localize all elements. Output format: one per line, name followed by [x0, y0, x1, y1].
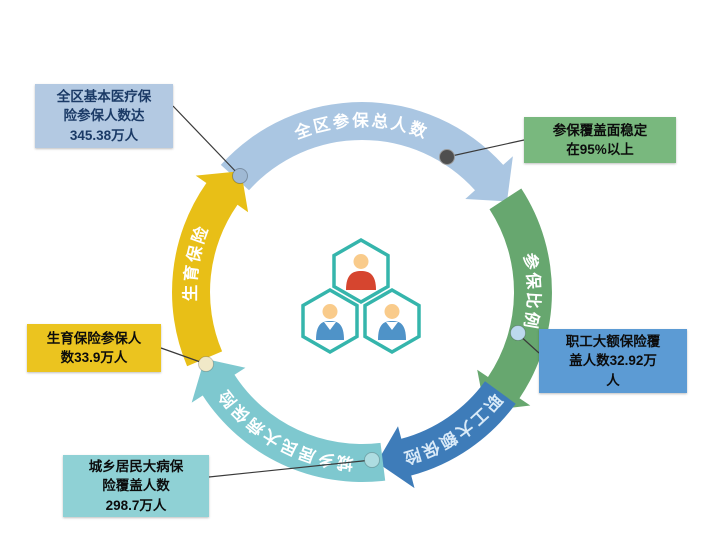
person-icon-top-head: [353, 254, 369, 269]
connector-coverage: [446, 139, 525, 158]
callout-maternity: 生育保险参保人 数33.9万人: [27, 324, 161, 372]
center-icon-insured-group: [301, 237, 421, 355]
callout-coverage: 参保覆盖面稳定 在95%以上: [524, 117, 676, 163]
callout-medical: 全区基本医疗保 险参保人数达 345.38万人: [35, 84, 173, 148]
person-icon-right-head: [384, 304, 400, 319]
arc-total-insured: [220, 102, 513, 202]
connector-maternity: [160, 347, 207, 365]
connector-medical: [172, 105, 241, 177]
arc-insured-ratio: [477, 188, 552, 411]
person-icon-right-collar: [386, 322, 398, 330]
arc-label-insured-ratio: 参保比例: [520, 251, 544, 332]
callout-medical-text: 全区基本医疗保 险参保人数达 345.38万人: [56, 89, 152, 143]
dot-resident: [364, 452, 380, 468]
callout-resident-text: 城乡居民大病保 险覆盖人数 298.7万人: [88, 459, 184, 513]
callout-employee: 职工大额保险覆 盖人数32.92万 人: [539, 329, 687, 393]
person-icon-left-head: [322, 304, 338, 319]
callout-maternity-text: 生育保险参保人 数33.9万人: [46, 330, 142, 365]
callout-coverage-text: 参保覆盖面稳定 在95%以上: [552, 122, 648, 157]
arc-resident-illness-insurance: [191, 358, 386, 483]
callout-employee-text: 职工大额保险覆 盖人数32.92万 人: [565, 334, 661, 388]
callout-resident: 城乡居民大病保 险覆盖人数 298.7万人: [63, 455, 209, 517]
dot-medical: [232, 168, 248, 184]
person-icon-left-collar: [324, 322, 336, 330]
person-icon-left-body: [316, 321, 344, 340]
person-icon-right-body: [378, 321, 406, 340]
person-icon-top-body: [346, 271, 376, 290]
dot-coverage: [439, 149, 455, 165]
connector-resident: [208, 459, 373, 478]
dot-employee: [510, 325, 526, 341]
arc-maternity-insurance: [172, 171, 249, 367]
dot-maternity: [198, 356, 214, 372]
arc-employee-large-insurance: [376, 381, 516, 489]
